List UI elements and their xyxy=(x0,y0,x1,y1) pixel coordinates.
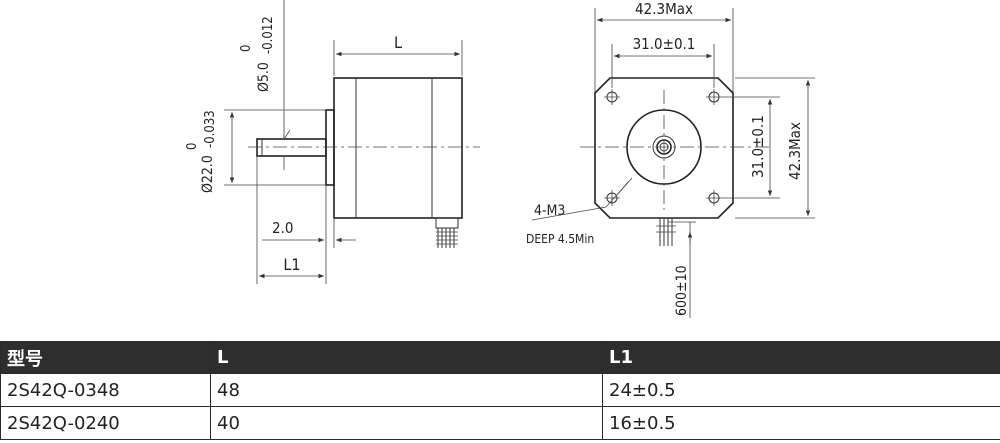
pilot-flange xyxy=(325,109,335,186)
cell-model: 2S42Q-0348 xyxy=(0,373,211,407)
mounting-holes xyxy=(604,89,722,206)
label-shaft-dia: Ø5.0 xyxy=(256,62,272,92)
header-L1: L1 xyxy=(602,341,1000,374)
cell-model: 2S42Q-0240 xyxy=(0,406,211,440)
header-model: 型号 xyxy=(0,341,211,374)
shaft xyxy=(256,138,327,157)
side-view: L Ø5.0 0 -0.012 Ø22.0 0 -0.033 2 xyxy=(185,0,480,284)
table-row: 2S42Q-0348 48 24±0.5 xyxy=(0,373,1000,407)
motor-body xyxy=(333,77,463,219)
front-view: 42.3Max 31.0±0.1 31.0±0.1 42.3Max 4-M3 D… xyxy=(526,0,815,318)
label-bolt-spacing-h: 31.0±0.1 xyxy=(633,35,696,53)
label-L1: L1 xyxy=(283,255,300,274)
label-pilot-dia: Ø22.0 xyxy=(200,155,216,193)
header-L: L xyxy=(210,341,603,374)
label-screw-depth: DEEP 4.5Min xyxy=(526,232,594,246)
technical-drawing: L Ø5.0 0 -0.012 Ø22.0 0 -0.033 2 xyxy=(185,0,815,318)
label-shaft-tol-upper: 0 xyxy=(239,45,254,52)
label-pilot-offset: 2.0 xyxy=(272,219,293,237)
label-pilot-tol-upper: 0 xyxy=(185,143,200,150)
cell-L: 48 xyxy=(210,373,603,407)
side-lead-wires xyxy=(435,217,459,248)
label-overall-height: 42.3Max xyxy=(786,122,804,180)
cell-L1: 16±0.5 xyxy=(602,406,1000,440)
label-screw-holes: 4-M3 xyxy=(534,203,565,219)
cell-L: 40 xyxy=(210,406,603,440)
label-L: L xyxy=(394,33,402,52)
label-pilot-tol-lower: -0.033 xyxy=(203,110,218,148)
front-lead-wires xyxy=(656,218,696,318)
label-overall-width: 42.3Max xyxy=(635,0,693,18)
cell-L1: 24±0.5 xyxy=(602,373,1000,407)
label-lead-length: 600±10 xyxy=(674,265,690,316)
front-body-outline xyxy=(594,77,734,219)
spec-table: 型号 L L1 2S42Q-0348 48 24±0.5 2S42Q-0240 … xyxy=(0,341,1000,440)
table-row: 2S42Q-0240 40 16±0.5 xyxy=(0,406,1000,440)
label-bolt-spacing-v: 31.0±0.1 xyxy=(749,115,767,178)
label-shaft-tol-lower: -0.012 xyxy=(261,16,276,54)
table-header-row: 型号 L L1 xyxy=(0,341,1000,374)
